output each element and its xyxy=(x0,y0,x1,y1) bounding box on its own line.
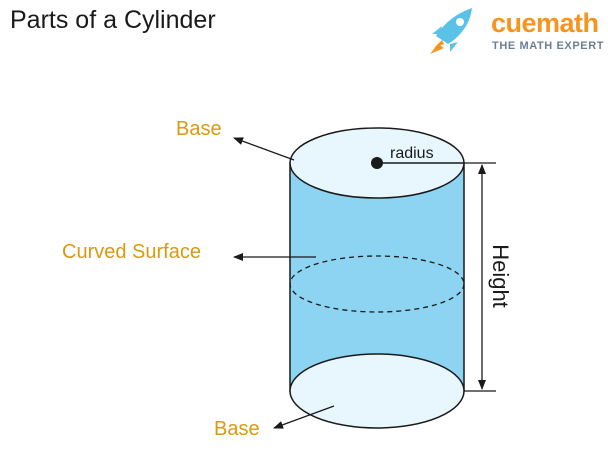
bottom-base xyxy=(289,353,465,429)
base-top-arrow xyxy=(233,137,295,161)
label-curved-surface: Curved Surface xyxy=(62,241,201,263)
logo-name: cuemath xyxy=(491,8,599,38)
label-height: Height xyxy=(488,244,513,308)
page-title: Parts of a Cylinder xyxy=(10,6,216,34)
rocket-icon xyxy=(430,8,472,54)
brand-logo: cuemath THE MATH EXPERT xyxy=(428,4,606,56)
label-base-bottom: Base xyxy=(214,418,260,440)
label-radius: radius xyxy=(390,145,434,162)
label-base-top: Base xyxy=(176,118,222,140)
base-bottom-arrow xyxy=(273,405,335,429)
curved-surface-section xyxy=(289,255,465,313)
logo-tagline: THE MATH EXPERT xyxy=(492,40,605,52)
